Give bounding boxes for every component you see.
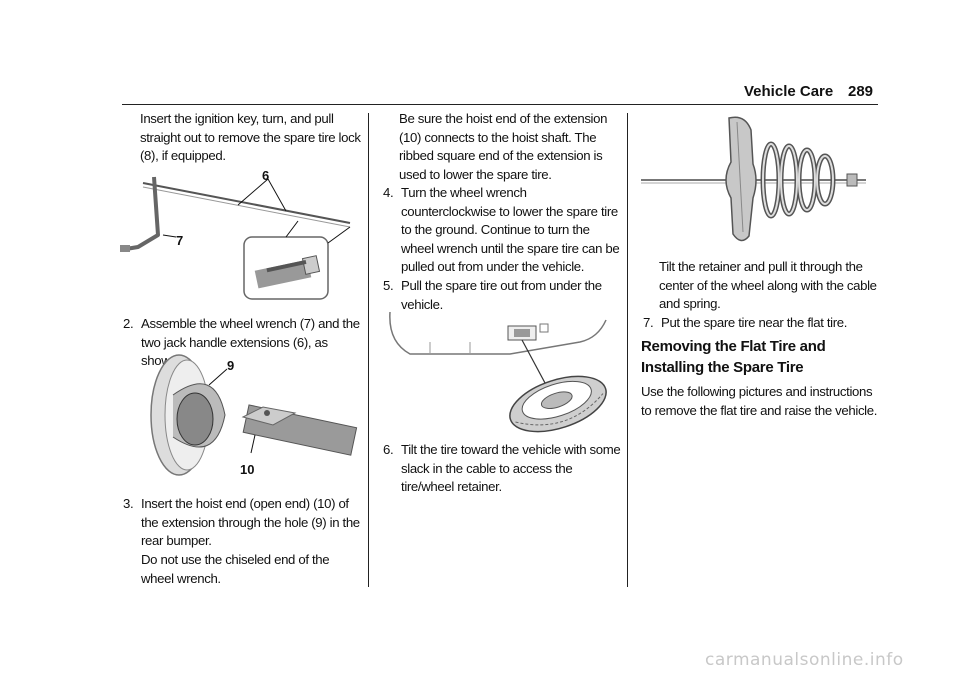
continuation-paragraph: Be sure the hoist end of the extension (…: [399, 111, 608, 182]
step-7-number: 7.: [643, 315, 654, 330]
step-6-text: Tilt the tire toward the vehicle with so…: [401, 442, 621, 495]
intro-instructions-paragraph: Use the following pictures and instructi…: [641, 384, 878, 418]
step-5: 5. Pull the spare tire out from under th…: [383, 277, 621, 314]
step-4: 4. Turn the wheel wrench counterclockwis…: [383, 184, 621, 277]
watermark-text: carmanualsonline.info: [705, 650, 904, 670]
page-number: 289: [848, 83, 874, 100]
callout-6: 6: [262, 168, 270, 183]
section-title: Vehicle Care: [744, 83, 834, 100]
header-rule: [122, 104, 878, 106]
callout-9: 9: [227, 358, 235, 373]
step-2-number: 2.: [123, 316, 134, 331]
step-7: 7. Put the spare tire near the flat tire…: [643, 314, 881, 333]
retainer-paragraph: Tilt the retainer and pull it through th…: [659, 259, 877, 312]
callout-10: 10: [240, 462, 255, 477]
column-divider-2: [627, 113, 629, 587]
figure-bumper-hole: [150, 354, 358, 476]
figure-spare-tire-under-vehicle: [389, 311, 607, 433]
step-3: 3. Insert the hoist end (open end) (10) …: [123, 495, 363, 551]
step-7-text: Put the spare tire near the flat tire.: [661, 315, 848, 330]
note-paragraph: Do not use the chiseled end of the wheel…: [141, 552, 330, 586]
section-heading: Removing the Flat Tire and Installing th…: [641, 338, 826, 376]
step-6-number: 6.: [383, 442, 394, 457]
step-4-text: Turn the wheel wrench counterclockwise t…: [401, 185, 620, 275]
step-3-text: Insert the hoist end (open end) (10) of …: [141, 496, 360, 549]
step-4-number: 4.: [383, 185, 394, 200]
figure-retainer-spring: [641, 116, 866, 242]
step-3-number: 3.: [123, 496, 134, 511]
step-5-number: 5.: [383, 278, 394, 293]
column-divider-1: [368, 113, 370, 587]
callout-7: 7: [176, 233, 184, 248]
step-5-text: Pull the spare tire out from under the v…: [401, 278, 602, 312]
step-6: 6. Tilt the tire toward the vehicle with…: [383, 441, 621, 497]
intro-paragraph: Insert the ignition key, turn, and pull …: [140, 111, 361, 164]
figure-wrench-extensions: [120, 176, 351, 300]
